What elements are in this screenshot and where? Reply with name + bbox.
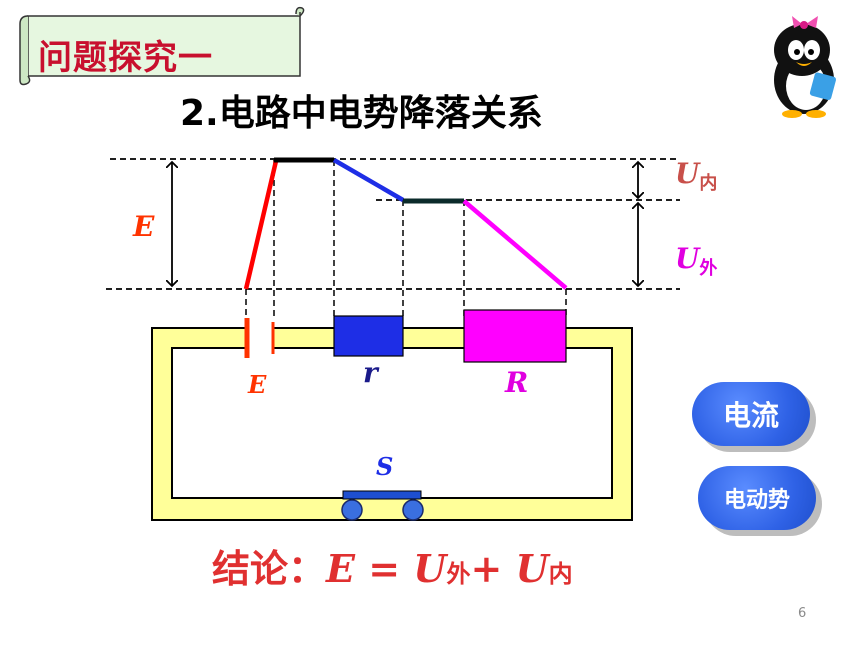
u-inner-label: U内 xyxy=(675,157,717,194)
emf-button[interactable]: 电动势 xyxy=(698,466,816,530)
battery-label: E xyxy=(247,370,267,399)
emf-rise-segment xyxy=(243,160,279,290)
internal-drop-segment xyxy=(332,158,405,202)
penguin-mascot-icon xyxy=(774,16,837,118)
switch-label: S xyxy=(376,452,393,481)
current-button[interactable]: 电流 xyxy=(692,382,810,446)
external-resistor xyxy=(463,309,567,363)
page-number: 6 xyxy=(798,606,807,621)
current-button-label: 电流 xyxy=(722,399,779,432)
external-drop-segment xyxy=(462,199,568,290)
projection-lines xyxy=(245,160,567,318)
slide-title: 2.电路中电势降落关系 xyxy=(180,93,543,134)
battery-gap xyxy=(248,322,272,354)
u-outer-label: U外 xyxy=(675,242,717,279)
switch-contact-left xyxy=(341,499,363,521)
emf-button-label: 电动势 xyxy=(723,488,790,513)
banner-title: 问题探究一 xyxy=(38,38,213,78)
internal-resistor-label: r xyxy=(363,356,380,389)
scroll-banner xyxy=(19,6,305,86)
switch-contact-right xyxy=(402,499,424,521)
emf-label: E xyxy=(132,210,155,243)
external-resistor-label: R xyxy=(504,366,528,399)
conclusion-formula: 结论：E = U外+ U内 xyxy=(212,546,573,591)
internal-resistor xyxy=(333,315,404,357)
switch-bar xyxy=(342,490,422,500)
